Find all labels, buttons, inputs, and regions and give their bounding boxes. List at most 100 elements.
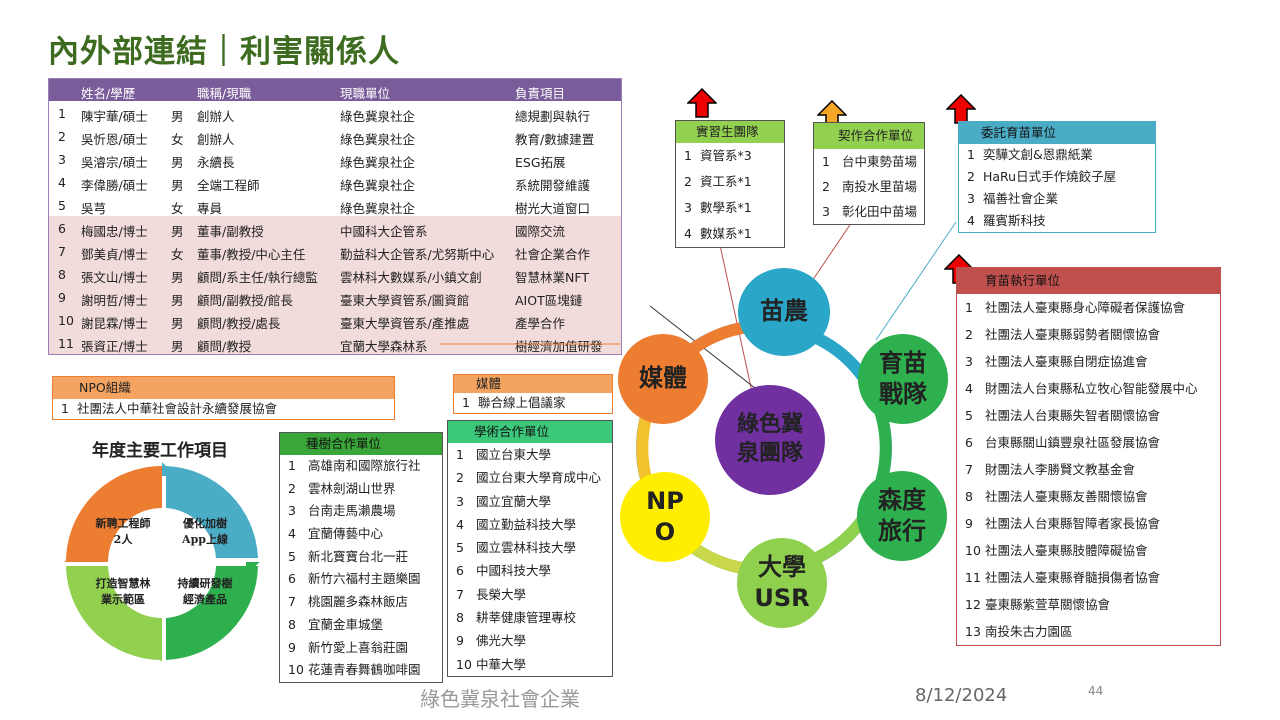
annual-q2-shape: [166, 466, 258, 558]
member-unit: 綠色冀泉社企: [340, 155, 416, 170]
member-sex: 女: [171, 132, 184, 147]
footer-org: 綠色冀泉社會企業: [420, 687, 580, 711]
hub-node-seedling-farmers: 苗農: [738, 268, 830, 356]
annual-arrow-3: [148, 648, 162, 662]
hub-center: 綠色冀 泉團隊: [715, 385, 825, 495]
member-duty: ESG拓展: [515, 155, 566, 170]
header-duty: 負責項目: [515, 86, 566, 101]
member-duty: AIOT區塊鏈: [515, 293, 583, 308]
member-duty: 國際交流: [515, 224, 566, 239]
annual-q4-label: 持續研發樹 經濟產品: [177, 577, 233, 606]
member-duty: 系統開發維護: [515, 178, 591, 193]
member-duty: 樹經濟加值研發: [515, 339, 603, 354]
entrust-header: 委託育苗單位: [959, 122, 1155, 144]
hub-node-university-usr: 大學 USR: [737, 538, 827, 628]
row-number: 10: [58, 313, 74, 328]
member-role: 專員: [197, 201, 223, 216]
nursery-header: 育苗執行單位: [957, 268, 1220, 294]
row-number: 8: [58, 267, 66, 282]
member-role: 顧問/教授/處長: [197, 316, 281, 331]
header-role: 職稱/現職: [197, 86, 252, 101]
row-number: 6: [58, 221, 66, 236]
member-name: 吳忻恩/碩士: [81, 132, 148, 147]
member-unit: 中國科大企管系: [340, 224, 428, 239]
member-sex: 女: [171, 201, 184, 216]
footer-date: 8/12/2024: [915, 685, 1008, 706]
member-unit: 綠色冀泉社企: [340, 178, 416, 193]
header-name: 姓名/學歷: [81, 86, 136, 101]
member-name: 謝昆霖/博士: [81, 316, 148, 331]
contract-header: 契作合作單位: [814, 123, 924, 149]
annual-arrow-1: [162, 462, 176, 476]
hub-node-npo: NP O: [620, 472, 710, 562]
row-number: 9: [58, 290, 66, 305]
member-role: 創辦人: [197, 132, 235, 147]
academic-header: 學術合作單位: [448, 421, 612, 443]
member-duty: 樹光大道窗口: [515, 201, 591, 216]
member-unit: 綠色冀泉社企: [340, 109, 416, 124]
member-role: 全端工程師: [197, 178, 260, 193]
member-duty: 社會企業合作: [515, 247, 591, 262]
row-number: 2: [58, 129, 66, 144]
row-number: 3: [58, 152, 66, 167]
hub-node-media: 媒體: [618, 334, 708, 424]
member-unit: 勤益科大企管系/尤努斯中心: [340, 247, 495, 262]
member-role: 永續長: [197, 155, 235, 170]
member-sex: 男: [171, 293, 184, 308]
team-table-header: 姓名/學歷 職稱/現職 現職單位 負責項目: [49, 79, 621, 101]
intern-header: 實習生團隊: [676, 121, 784, 143]
member-name: 李偉勝/碩士: [81, 178, 148, 193]
row-number: 4: [58, 175, 66, 190]
member-duty: 智慧林業NFT: [515, 270, 589, 285]
member-name: 陳宇華/碩士: [81, 109, 148, 124]
member-name: 梅國忠/博士: [81, 224, 148, 239]
member-duty: 教育/數據建置: [515, 132, 595, 147]
annual-q3-shape: [66, 566, 162, 660]
member-role: 董事/副教授: [197, 224, 264, 239]
